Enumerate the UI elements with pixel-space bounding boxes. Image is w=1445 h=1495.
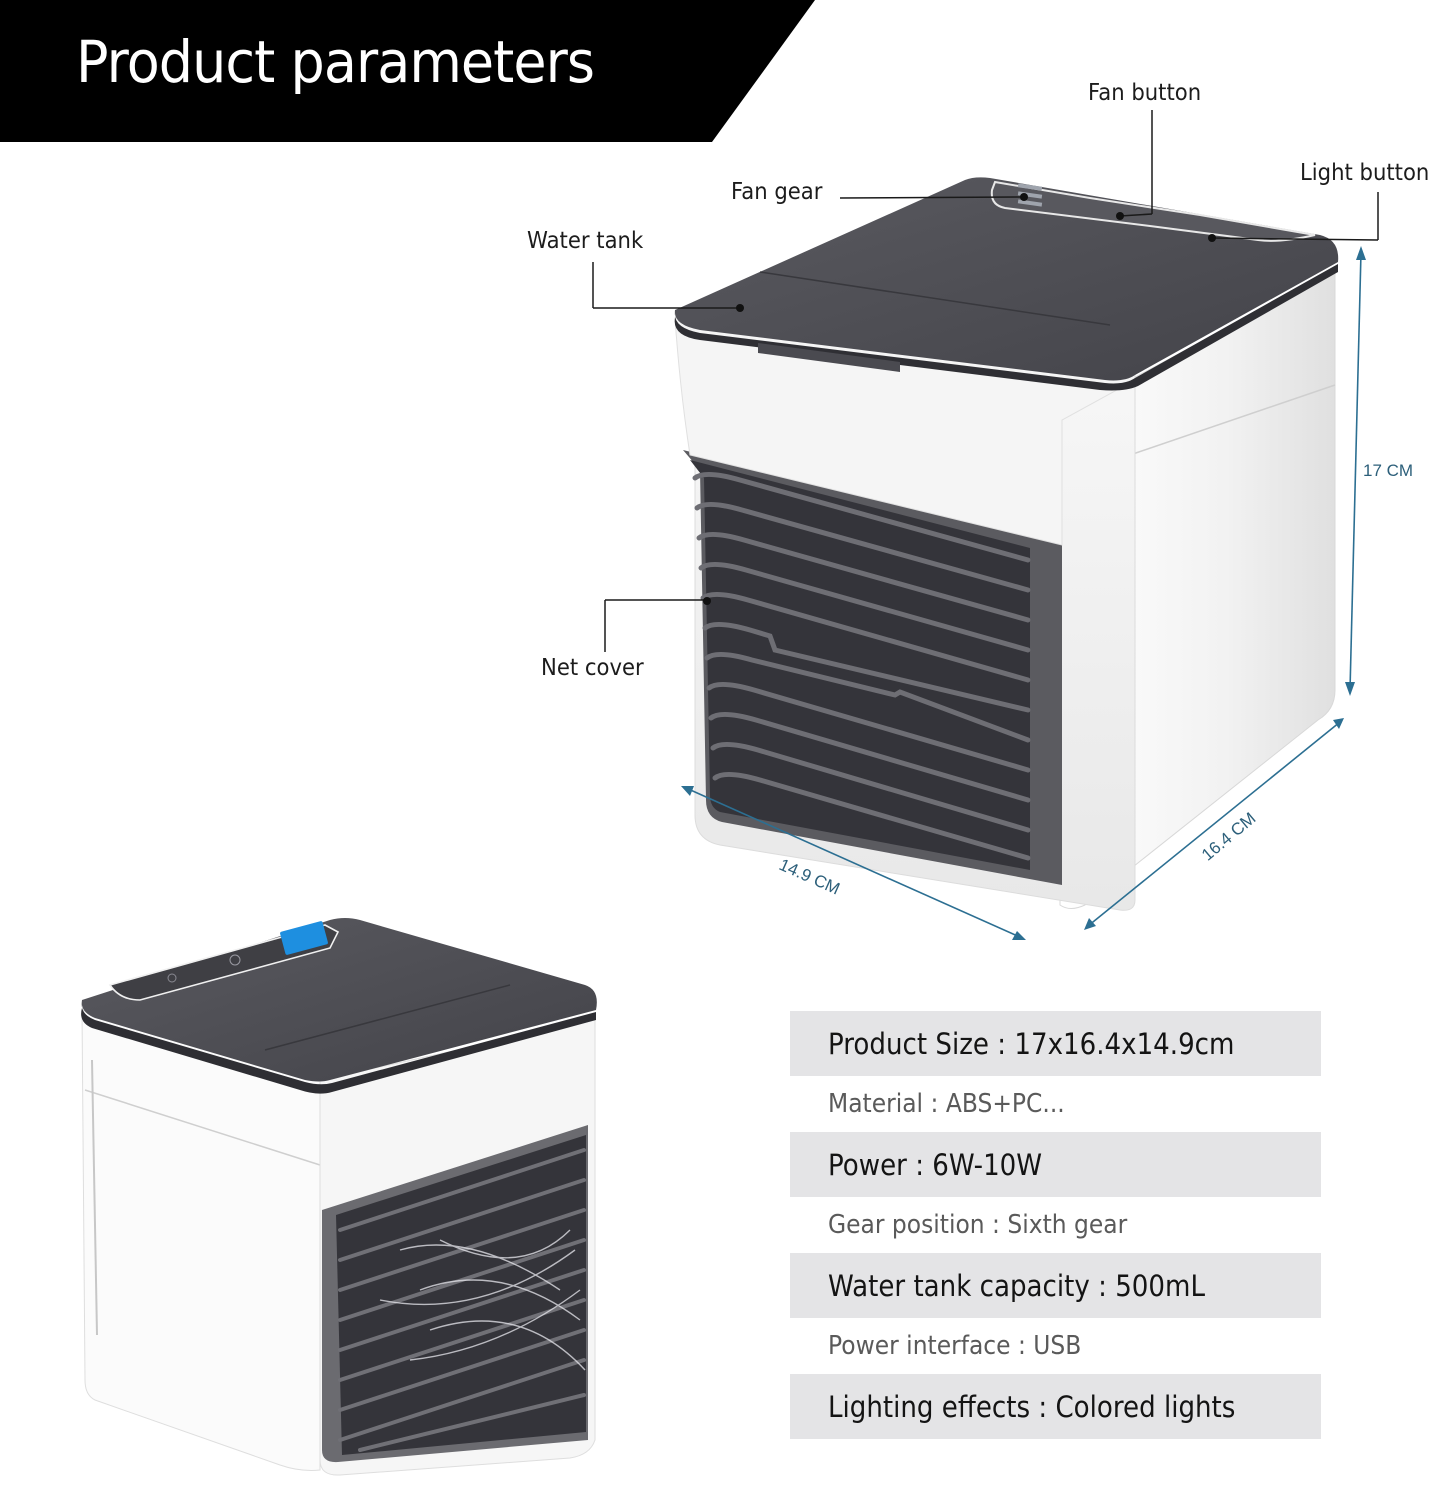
banner-background <box>0 0 815 142</box>
spec-table: Product Size : 17x16.4x14.9cm Material :… <box>790 1011 1321 1439</box>
dimension-lines <box>681 246 1366 940</box>
callout-light-button: Light button <box>1300 160 1430 186</box>
callout-fan-button: Fan button <box>1088 80 1202 106</box>
dimension-height-label: 17 CM <box>1363 461 1414 480</box>
spec-row-power: Power : 6W-10W <box>790 1132 1321 1197</box>
callout-water-tank: Water tank <box>527 228 644 254</box>
spec-row-material: Material : ABS+PC... <box>828 1089 1065 1119</box>
callout-fan-gear: Fan gear <box>731 179 823 205</box>
page-title: Product parameters <box>76 28 595 96</box>
spec-row-gear-position: Gear position : Sixth gear <box>828 1210 1128 1240</box>
display-screen <box>280 921 328 955</box>
callout-lines <box>592 110 1379 652</box>
header-banner: Product parameters <box>0 0 815 142</box>
spec-row-water-tank-capacity: Water tank capacity : 500mL <box>790 1253 1321 1318</box>
spec-row-lighting-effects: Lighting effects : Colored lights <box>790 1374 1321 1439</box>
main-cooler-image <box>674 177 1339 911</box>
spec-row-product-size: Product Size : 17x16.4x14.9cm <box>790 1011 1321 1076</box>
spec-row-power-interface: Power interface : USB <box>828 1331 1082 1361</box>
callout-dots <box>703 193 1216 605</box>
secondary-cooler-image <box>81 918 597 1476</box>
callout-net-cover: Net cover <box>541 655 644 681</box>
